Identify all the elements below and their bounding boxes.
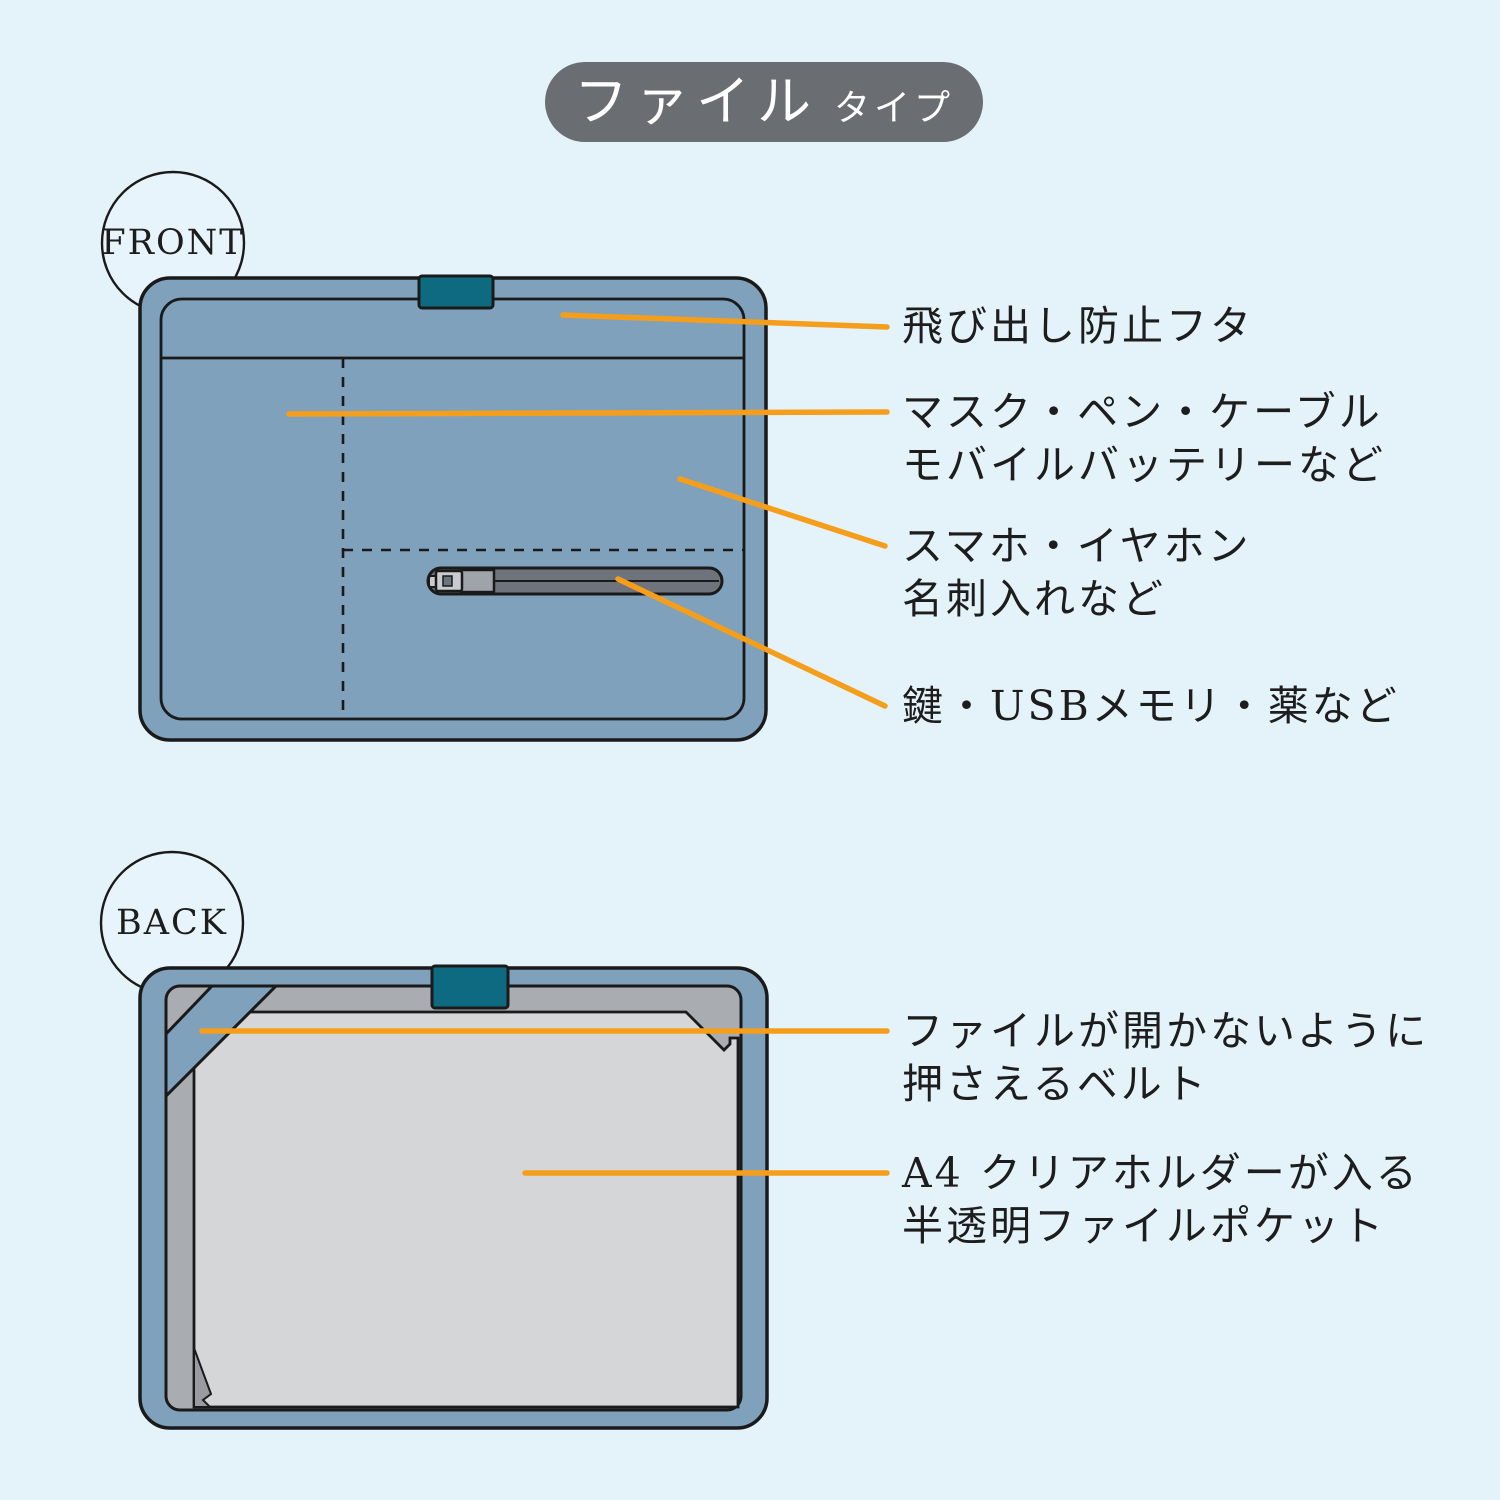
- back-loop-tab: [430, 964, 510, 1010]
- annotation-belt: ファイルが開かないように 押さえるベルト: [902, 1005, 1429, 1111]
- zipper-pull-hole: [442, 575, 453, 587]
- callout-line-zipper-pocket: [615, 576, 888, 709]
- annotation-text-line: ファイルが開かないように: [902, 1007, 1430, 1055]
- annotation-right-pocket: スマホ・イヤホン 名刺入れなど: [902, 520, 1252, 626]
- title-main: ファイル: [573, 70, 818, 133]
- annotation-text-line: 半透明ファイルポケット: [902, 1202, 1386, 1250]
- front-view-illustration: [138, 274, 768, 742]
- front-body: [138, 276, 768, 742]
- front-loop-tab: [417, 274, 495, 310]
- annotation-text-line: マスク・ペン・ケーブル: [902, 388, 1383, 436]
- annotation-text-line: 名刺入れなど: [902, 575, 1166, 623]
- front-view-label: FRONT: [101, 223, 245, 263]
- back-view-label: BACK: [116, 903, 228, 943]
- zipper: [426, 566, 724, 596]
- holding-belt: [164, 984, 280, 1100]
- title-badge: ファイル タイプ: [545, 62, 983, 142]
- annotation-text-line: モバイルバッテリーなど: [902, 441, 1386, 489]
- callout-line-flap: [560, 312, 890, 330]
- annotation-text-line: 飛び出し防止フタ: [902, 302, 1254, 350]
- annotation-file-pocket: A4 クリアホルダーが入る 半透明ファイルポケット: [902, 1147, 1420, 1253]
- title-sub: タイプ: [833, 88, 954, 129]
- annotation-text-line: 鍵・USBメモリ・薬など: [902, 682, 1400, 730]
- annotation-zipper-pocket: 鍵・USBメモリ・薬など: [902, 680, 1400, 733]
- file-pocket: [192, 1010, 740, 1409]
- callout-lines: [199, 312, 890, 1176]
- back-view-illustration: [138, 964, 769, 1430]
- callout-line-right-pocket: [677, 476, 888, 549]
- annotation-flap: 飛び出し防止フタ: [902, 300, 1254, 353]
- annotation-text-line: 押さえるベルト: [902, 1060, 1209, 1108]
- callout-line-left-pocket: [286, 409, 890, 417]
- annotation-text-line: スマホ・イヤホン: [902, 522, 1252, 570]
- pocket-corner-notch: [193, 1347, 213, 1408]
- zipper-slider-body: [459, 568, 496, 594]
- annotation-text-line: A4 クリアホルダーが入る: [902, 1149, 1420, 1197]
- annotation-left-pocket: マスク・ペン・ケーブル モバイルバッテリーなど: [902, 386, 1386, 492]
